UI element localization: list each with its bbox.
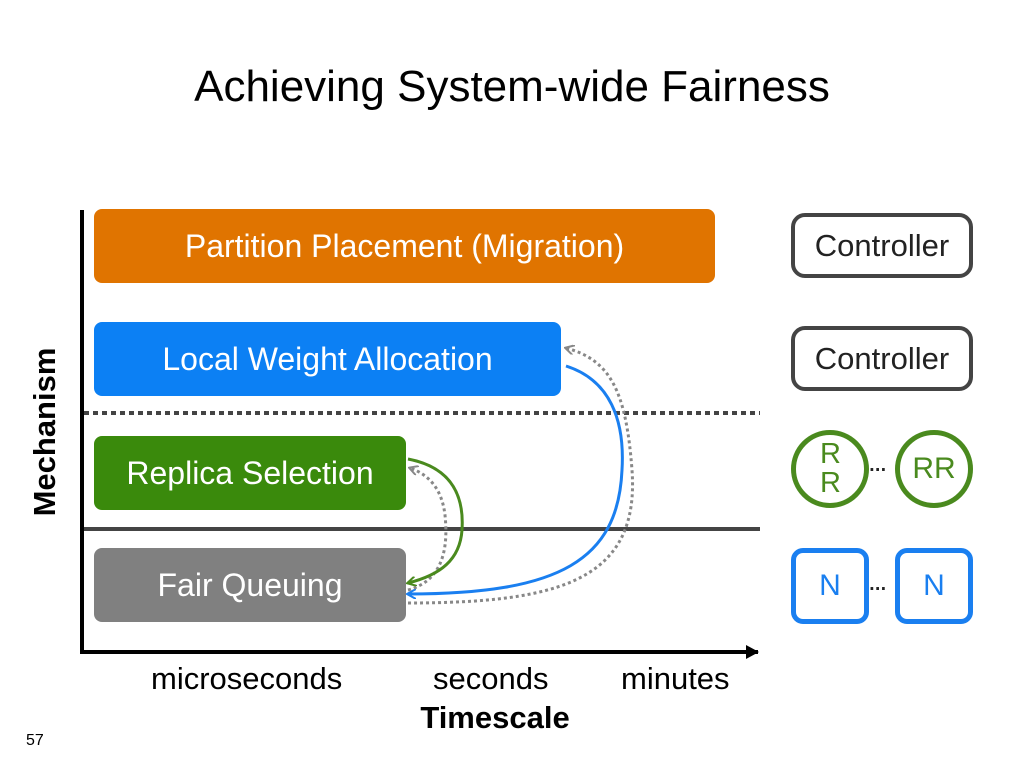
- local-weight-bar: Local Weight Allocation: [94, 322, 561, 396]
- rr-node-left: R R: [791, 430, 869, 508]
- gray-arrow-fq-to-rs: [408, 468, 448, 592]
- x-axis-label: Timescale: [420, 700, 570, 735]
- n-label-right: N: [923, 569, 945, 602]
- y-axis-label: Mechanism: [27, 347, 62, 517]
- replica-selection-label: Replica Selection: [126, 454, 374, 491]
- n-label-left: N: [819, 569, 841, 602]
- tick-microseconds: microseconds: [151, 661, 343, 696]
- controller-box-bottom: Controller: [791, 326, 973, 391]
- blue-arrow-lwa-to-fq: [408, 364, 624, 594]
- partition-placement-label: Partition Placement (Migration): [184, 227, 625, 264]
- gray-arrow-fq-to-lwa: [407, 348, 635, 605]
- n-node-left: N: [791, 548, 869, 624]
- controller-label-top: Controller: [814, 227, 950, 263]
- tick-minutes: minutes: [621, 661, 730, 696]
- partition-placement-bar: Partition Placement (Migration): [94, 209, 715, 283]
- fair-queuing-label: Fair Queuing: [157, 566, 343, 603]
- replica-selection-bar: Replica Selection: [94, 436, 406, 510]
- rr-label-left: R R: [820, 438, 841, 499]
- n-node-right: N: [895, 548, 973, 624]
- rr-node-right: RR: [895, 430, 973, 508]
- slide-number: 57: [26, 732, 44, 749]
- controller-label-bottom: Controller: [814, 340, 950, 376]
- green-arrow-rs-to-fq: [408, 457, 464, 583]
- rr-label-right: RR: [912, 452, 956, 485]
- local-weight-label: Local Weight Allocation: [162, 340, 493, 377]
- n-ellipsis: ...: [868, 565, 887, 596]
- rr-ellipsis: ...: [868, 446, 887, 477]
- fair-queuing-bar: Fair Queuing: [94, 548, 406, 622]
- controller-box-top: Controller: [791, 213, 973, 278]
- slide-title: Achieving System-wide Fairness: [194, 62, 830, 111]
- tick-seconds: seconds: [433, 661, 549, 696]
